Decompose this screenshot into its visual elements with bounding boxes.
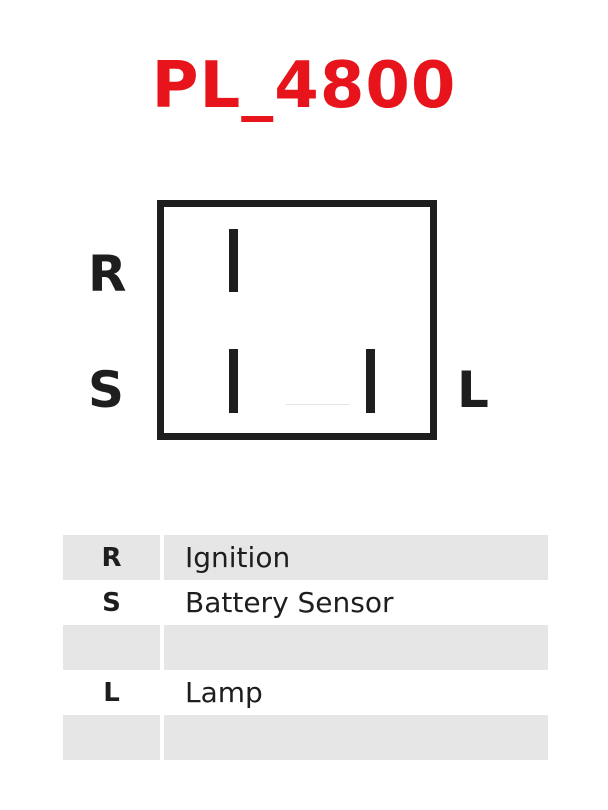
pin-r-terminal — [229, 229, 238, 292]
legend-row — [63, 715, 548, 760]
legend-pin-cell: S — [63, 580, 160, 625]
legend-column-divider — [160, 715, 164, 760]
legend-row: R Ignition — [63, 535, 548, 580]
legend-pin-cell — [63, 625, 160, 670]
legend-pin-cell — [63, 715, 160, 760]
legend-column-divider — [160, 625, 164, 670]
legend-row: L Lamp — [63, 670, 548, 715]
connector-label-s: S — [88, 361, 125, 419]
legend-description-cell — [164, 715, 548, 760]
connector-label-r: R — [88, 245, 127, 303]
legend-column-divider — [160, 580, 164, 625]
legend-pin-cell: R — [63, 535, 160, 580]
pin-legend-table: R Ignition S Battery Sensor L Lamp — [63, 535, 548, 760]
pin-l-terminal — [366, 349, 375, 413]
pin-s-terminal — [229, 349, 238, 413]
connector-slot-line — [286, 404, 350, 405]
legend-column-divider — [160, 670, 164, 715]
diagram-title: PL_4800 — [151, 49, 457, 123]
legend-description-cell: Battery Sensor — [164, 580, 548, 625]
legend-row: S Battery Sensor — [63, 580, 548, 625]
connector-label-l: L — [457, 361, 489, 419]
legend-description-cell: Ignition — [164, 535, 548, 580]
legend-description-cell — [164, 625, 548, 670]
legend-column-divider — [160, 535, 164, 580]
connector-outline — [157, 200, 437, 440]
legend-row — [63, 625, 548, 670]
legend-description-cell: Lamp — [164, 670, 548, 715]
legend-pin-cell: L — [63, 670, 160, 715]
